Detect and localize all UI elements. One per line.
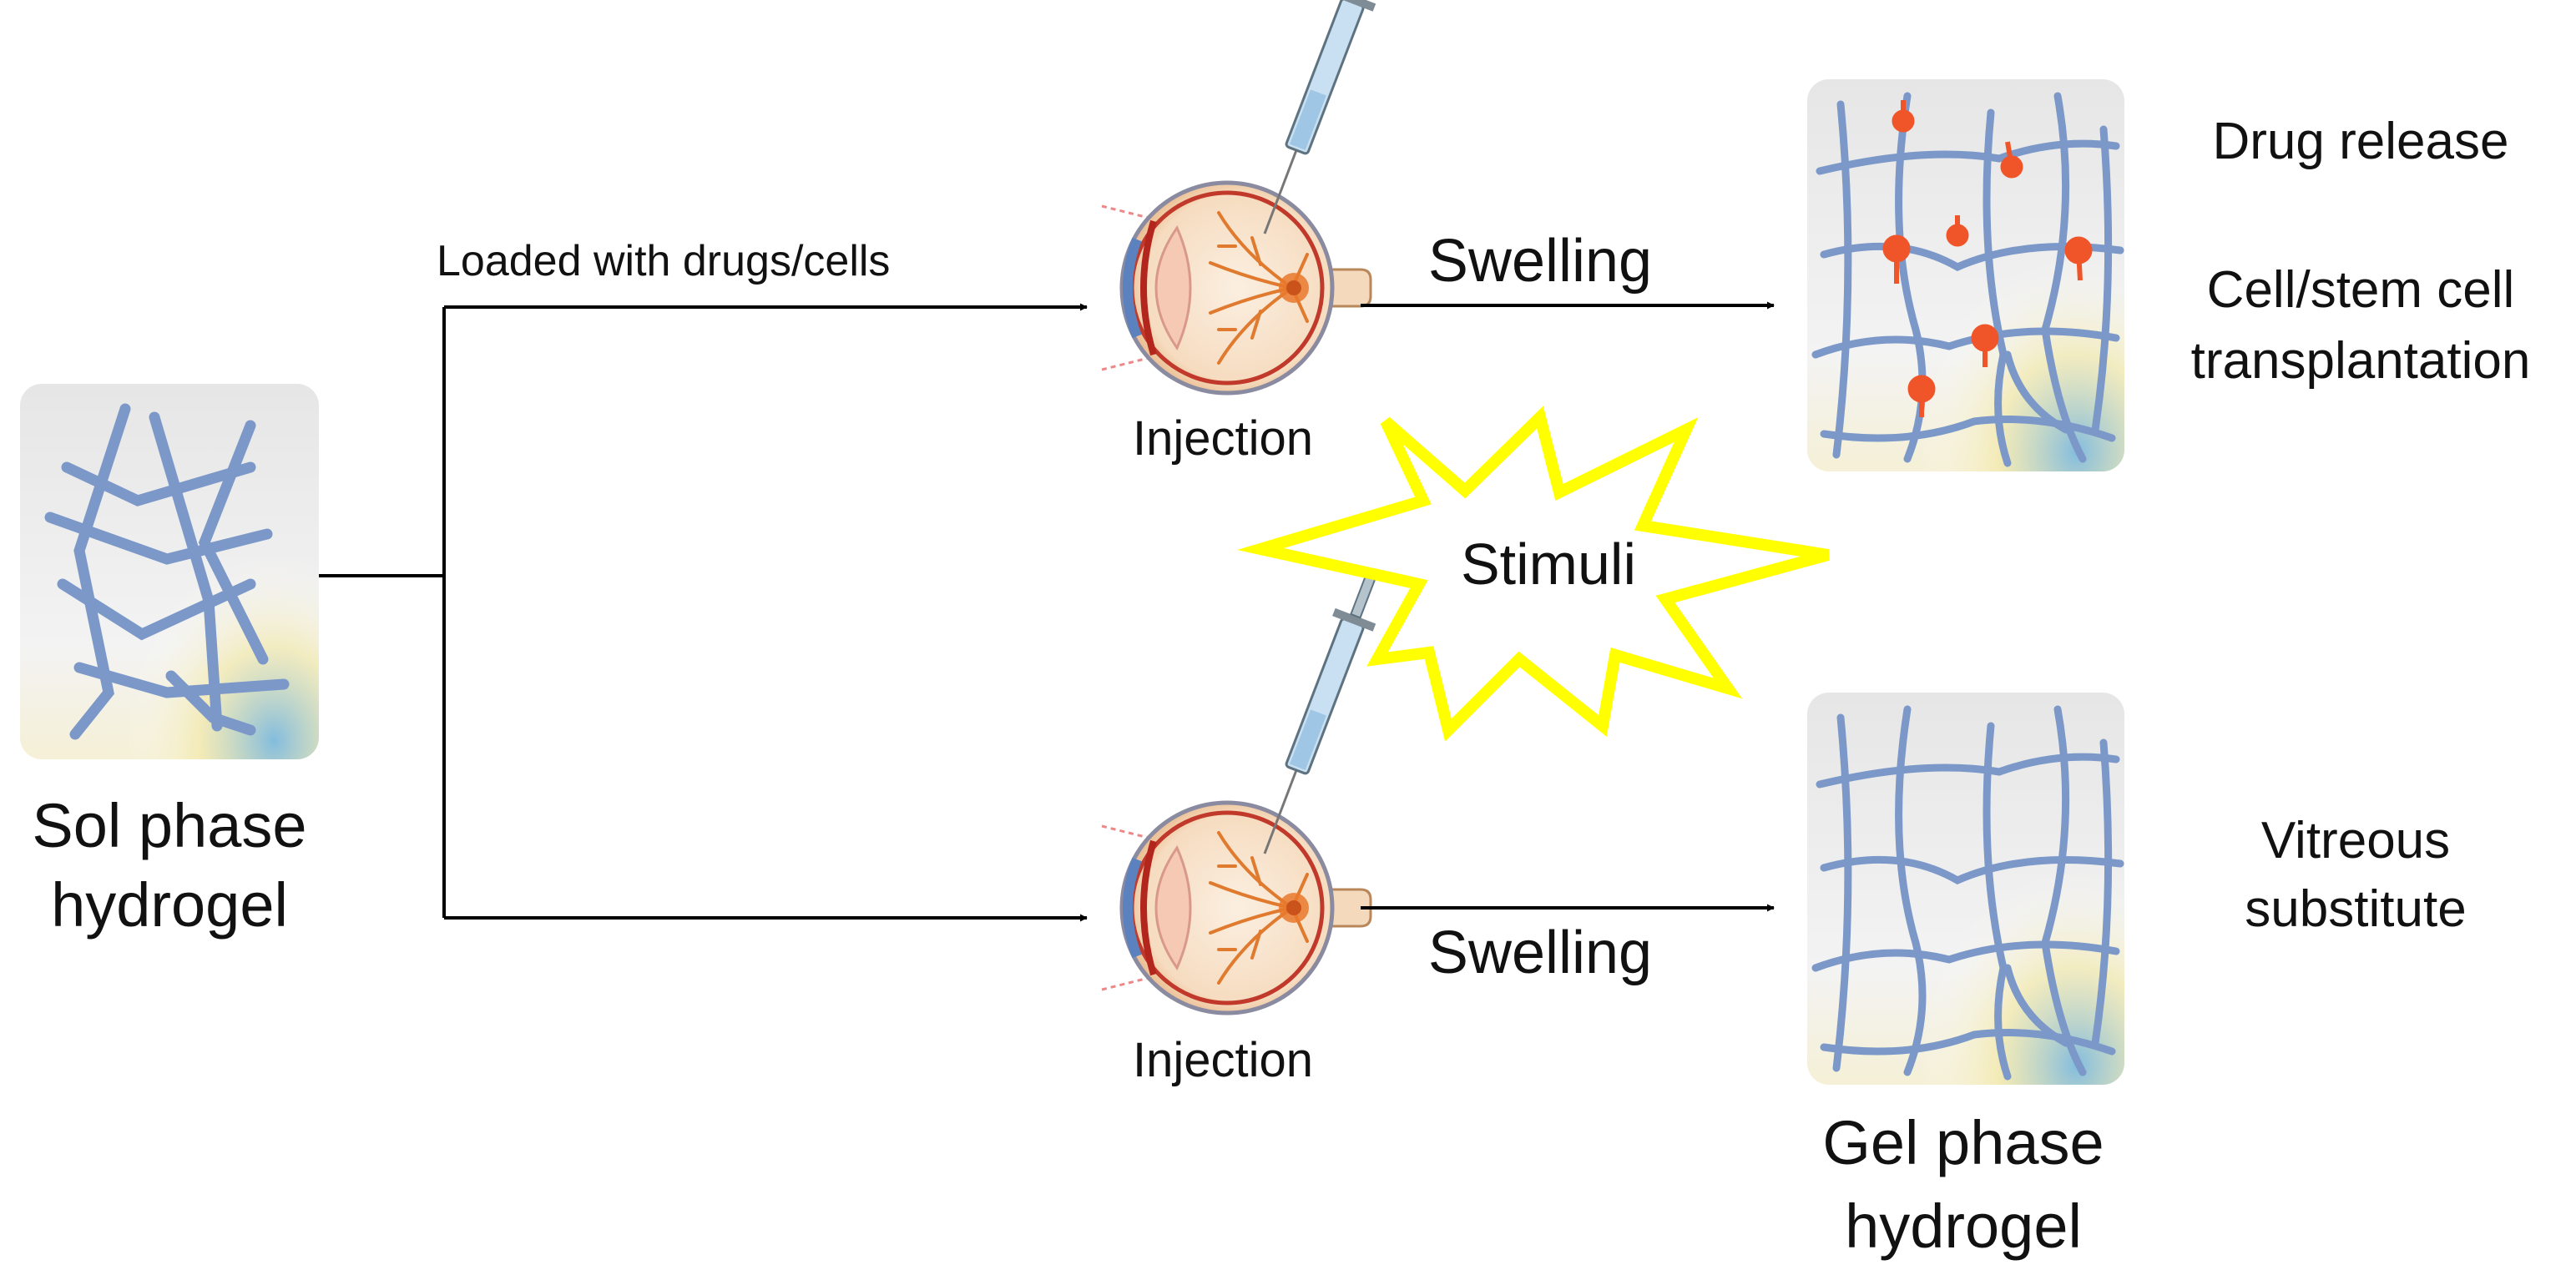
- sol-phase-label-line2: hydrogel: [51, 870, 288, 940]
- eye-injection-icon: [1102, 553, 1397, 1013]
- top-branch-condition-label: Loaded with drugs/cells: [437, 237, 890, 285]
- top-injection-label: Injection: [1133, 411, 1313, 466]
- sol-phase-label-line1: Sol phase: [32, 791, 306, 860]
- drug-marker-icons: [1882, 100, 2093, 417]
- eye-injection-icon: [1102, 0, 1397, 393]
- cell-transplantation-label-line2: transplantation: [2191, 332, 2531, 390]
- bottom-swelling-label: Swelling: [1428, 920, 1652, 986]
- gel-phase-label-line1: Gel phase: [1822, 1108, 2104, 1177]
- drug-loaded-gel-image: [1807, 79, 2124, 471]
- bottom-injection-label: Injection: [1133, 1033, 1313, 1087]
- stimuli-starburst: [1237, 406, 1830, 742]
- drug-release-label: Drug release: [2213, 113, 2509, 170]
- top-swelling-label: Swelling: [1428, 228, 1652, 295]
- gel-phase-hydrogel-image: [1807, 693, 2124, 1085]
- cell-transplantation-label-line1: Cell/stem cell: [2207, 261, 2515, 319]
- vitreous-substitute-label-line2: substitute: [2245, 880, 2466, 938]
- gel-phase-label-line2: hydrogel: [1845, 1192, 2082, 1261]
- stimuli-label: Stimuli: [1461, 532, 1636, 597]
- sol-phase-hydrogel-image: [20, 384, 319, 759]
- branch-connector: [319, 303, 1088, 922]
- vitreous-substitute-label-line1: Vitreous: [2261, 812, 2450, 869]
